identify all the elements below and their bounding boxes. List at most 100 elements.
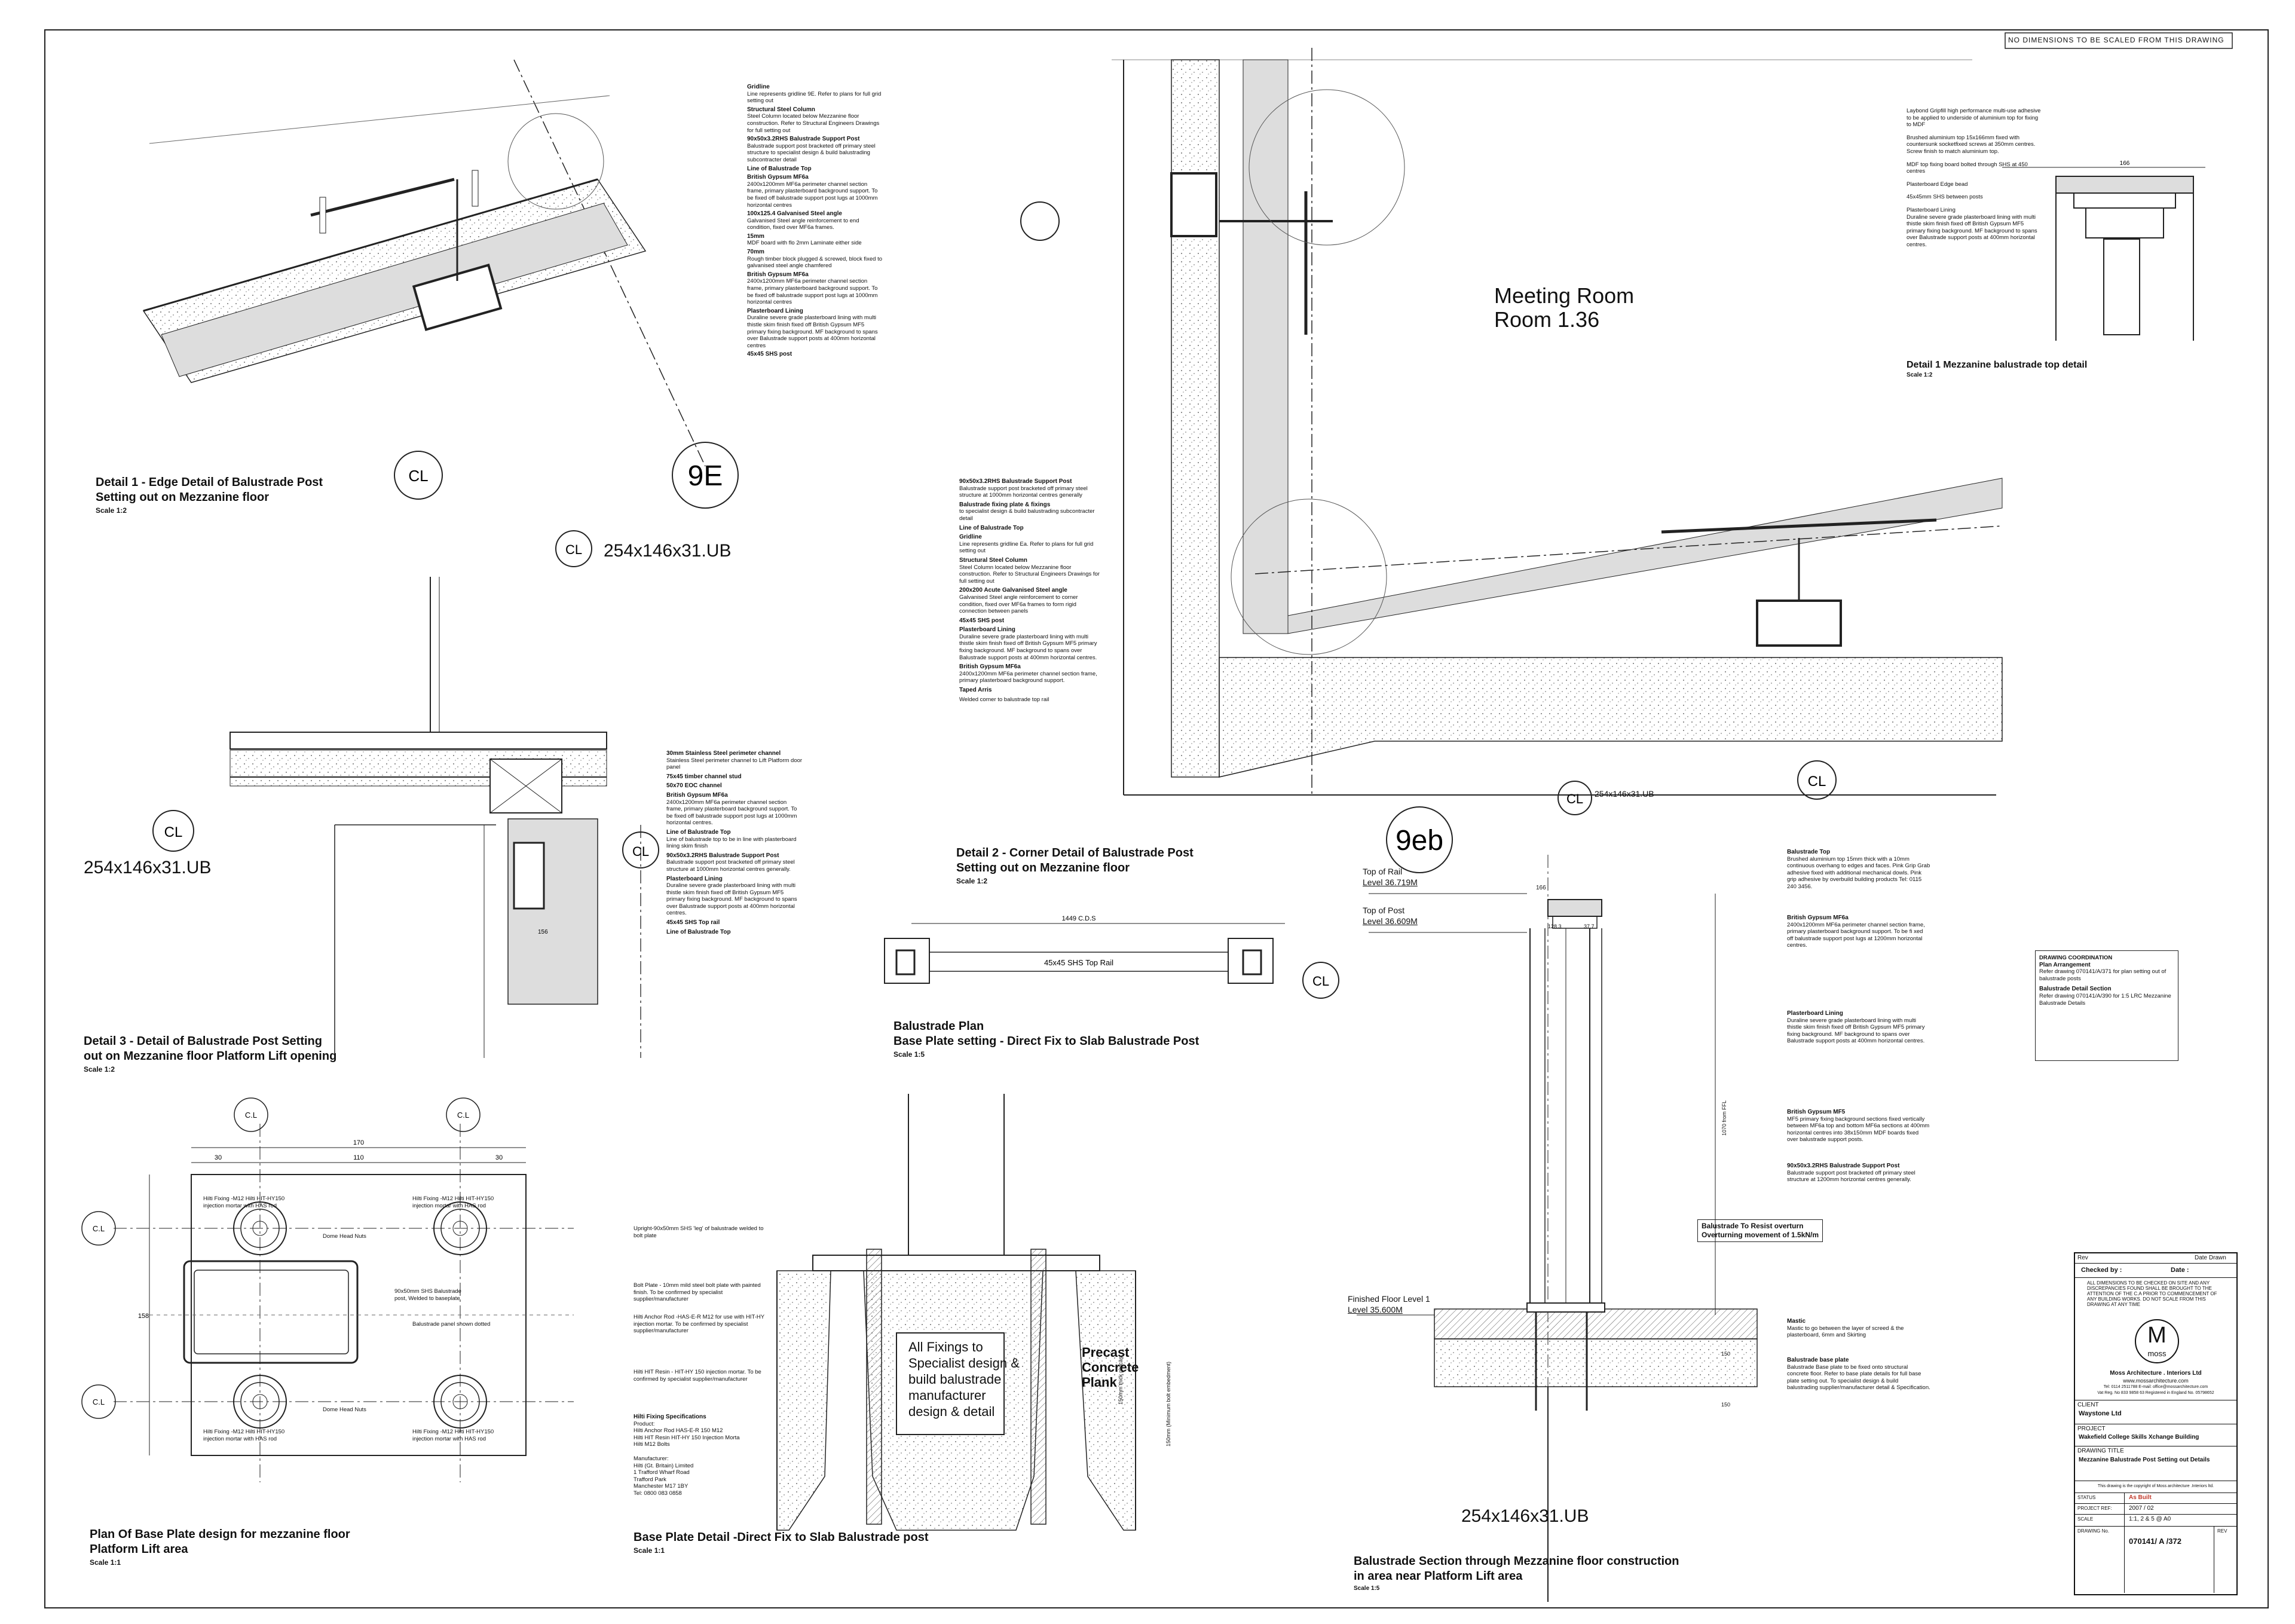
detail-top-title: Detail 1 Mezzanine balustrade top detail (1907, 360, 2088, 370)
baseplate-detail-drawing (776, 1094, 1136, 1531)
note-heading: 200x200 Acute Galvanised Steel angle (959, 587, 1067, 594)
balplan-scale: Scale 1:5 (893, 1050, 925, 1059)
bpd-plank: Precast Concrete Plank (1082, 1345, 1139, 1390)
note-text: Line represents gridline Ea. Refer to pl… (959, 540, 1094, 555)
bp-dim-0: 170 (353, 1139, 364, 1146)
coord-head: DRAWING COORDINATION (2039, 955, 2113, 961)
note-heading: Structural Steel Column (959, 556, 1027, 564)
tb-title-label: DRAWING TITLE (2077, 1448, 2124, 1454)
note-heading: 15mm (747, 233, 764, 240)
note-text: Duraline severe grade plasterboard linin… (1787, 1017, 1925, 1045)
bp-hilti-tl: Hilti Fixing -M12 Hilti HIT-HY150 inject… (203, 1195, 285, 1209)
bp-cl-3: C.L (93, 1224, 105, 1233)
note-text: Stainless Steel perimeter channel to Lif… (666, 757, 803, 771)
note-heading: 70mm (747, 249, 764, 256)
section-cl: CL (1566, 791, 1583, 806)
room-name: Meeting Room (1494, 283, 1635, 308)
tb-status: As Built (2129, 1494, 2152, 1501)
note-heading: 30mm Stainless Steel perimeter channel (666, 750, 781, 757)
tb-date-drawn: Date Drawn (2195, 1255, 2226, 1261)
note-heading: Gridline (959, 534, 982, 541)
detail-3-cl-top: CL (565, 542, 582, 557)
note-text: Refer drawing 070141/A/390 for 1:5 LRC M… (2039, 992, 2171, 1007)
bpd-title: Base Plate Detail -Direct Fix to Slab Ba… (634, 1531, 929, 1544)
bp-dim-1: 30 (215, 1154, 222, 1161)
note-heading: 100x125.4 Galvanised Steel angle (747, 210, 842, 218)
detail-3-beam-top: 254x146x31.UB (604, 541, 732, 561)
note-heading: Balustrade Detail Section (2039, 986, 2112, 993)
note-heading: 90x50x3.2RHS Balustrade Support Post (666, 852, 779, 859)
bpd-spec-head: Hilti Fixing Specifications (634, 1414, 706, 1420)
note-heading: Gridline (747, 84, 770, 90)
tb-disclaimer: ALL DIMENSIONS TO BE CHECKED ON SITE AND… (2087, 1280, 2217, 1307)
moss-logo-m: M (2147, 1323, 2167, 1348)
balplan-title: Balustrade Plan Base Plate setting - Dir… (893, 1020, 1199, 1048)
bp-dim-4: 158 (138, 1313, 149, 1320)
note-heading: British Gypsum MF6a (666, 791, 728, 799)
baseplate-plan-drawing (81, 1097, 574, 1482)
detail-top-drawing (2002, 167, 2205, 341)
note-heading: 45x45 SHS post (959, 617, 1005, 624)
note-text: Galvanised Steel angle reinforcement to … (959, 594, 1078, 615)
tb-web: www.mossarchitecture.com (2123, 1378, 2189, 1384)
tb-company: Moss Architecture . Interiors Ltd (2110, 1370, 2202, 1377)
note-text: Brushed aluminium top 15mm thick with a … (1787, 855, 1930, 890)
note-item: 45x45 SHS post (959, 617, 1103, 625)
detail-top-dim: 166 (2120, 160, 2130, 167)
detail-3-cl-right: CL (632, 844, 649, 859)
ffl-label: Finished Floor Level 1 (1348, 1294, 1430, 1304)
top-post-level: Level 36.609M (1363, 916, 1418, 926)
bp-hilti-tr: Hilti Fixing -M12 Hilti HIT-HY150 inject… (412, 1195, 494, 1209)
note-text: Mastic to go between the layer of screed… (1787, 1325, 1904, 1339)
detail-2-scale: Scale 1:2 (956, 877, 988, 885)
note-text: Galvanised Steel angle reinforcement to … (747, 217, 859, 231)
note-heading: Structural Steel Column (747, 106, 815, 113)
note-text: Balustrade Base plate to be fixed onto s… (1787, 1363, 1930, 1391)
bp-hilti-br: Hilti Fixing -M12 Hilti HIT-HY150 inject… (412, 1429, 494, 1442)
tb-reg: Vat Reg. No 833 9858 63 Registered in En… (2097, 1391, 2214, 1395)
note-text: Duraline severe grade plasterboard linin… (959, 633, 1097, 661)
note-heading: Line of Balustrade Top (666, 828, 731, 836)
bpd-spec-text: Product: Hilti Anchor Rod HAS-E-R 150 M1… (634, 1420, 740, 1448)
balplan-rail: 45x45 SHS Top Rail (1044, 958, 1113, 967)
note-text: 2400x1200mm MF6a perimeter channel secti… (1787, 921, 1925, 949)
note-text: Balustrade support post bracketed off pr… (747, 142, 876, 163)
bpd-dim-v: 150mm (Minimum bolt embedment) (1165, 1361, 1171, 1446)
note-heading: Plan Arrangement (2039, 961, 2091, 968)
note-text: MDF board with flo 2mm Laminate either s… (747, 240, 862, 247)
detail-3-cl-left: CL (164, 824, 183, 840)
detail-top-scale: Scale 1:2 (1907, 372, 1933, 378)
section-dim-1: 128.3 (1548, 923, 1562, 929)
title-block: Rev Date Drawn Checked by : Date : ALL D… (2074, 1252, 2238, 1595)
tb-scale-label: SCALE (2077, 1516, 2094, 1522)
note-heading: Line of Balustrade Top (959, 524, 1024, 531)
note-item: Welded corner to balustrade top rail (959, 696, 1103, 704)
detail-top-notes: Laybond Gripfill high performance multi-… (1907, 108, 2044, 255)
overturn-box: Balustrade To Resist overturn Overturnin… (1697, 1219, 1823, 1242)
bp-cl-1: C.L (245, 1111, 257, 1120)
note-heading: Taped Arris (959, 687, 992, 694)
note-heading: 90x50x3.2RHS Balustrade Support Post (959, 478, 1072, 485)
note-text: Balustrade support post bracketed off pr… (666, 859, 795, 873)
note-heading: British Gypsum MF6a (1787, 915, 1849, 921)
tb-drawing-label: DRAWING No. (2077, 1528, 2110, 1534)
tb-rev-label: REV (2217, 1528, 2227, 1534)
bp-shs-label: 90x50mm SHS Balustrade post, Welded to b… (394, 1288, 461, 1302)
tb-client: Waystone Ltd (2079, 1410, 2122, 1417)
